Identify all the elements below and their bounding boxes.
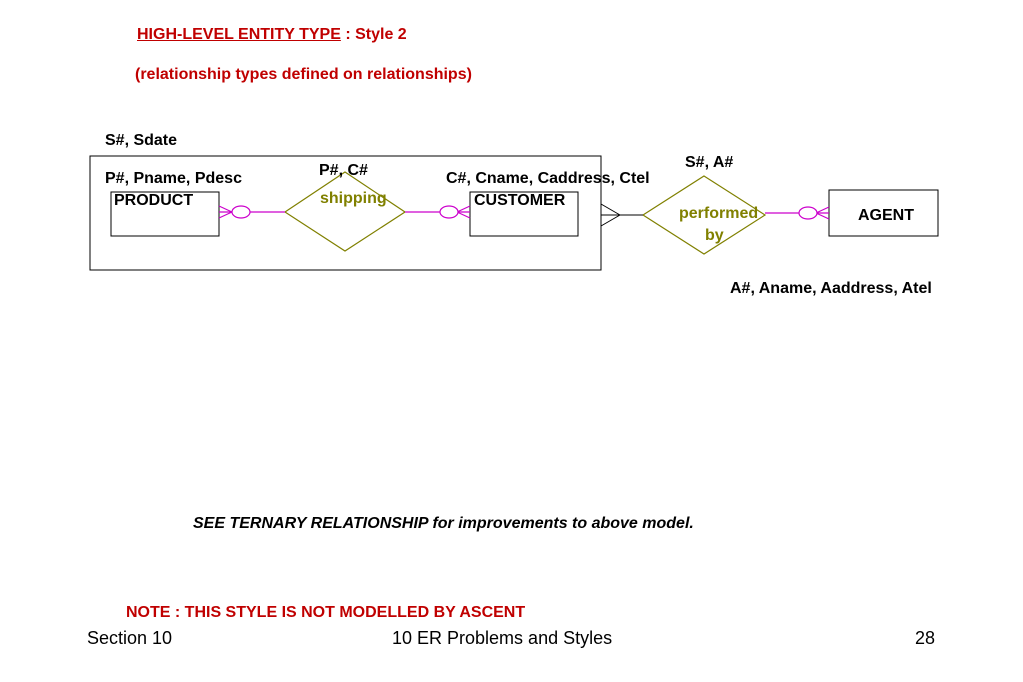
performed-by-label-line1: performed — [679, 205, 759, 222]
performed-by-key: S#, A# — [685, 154, 734, 171]
performed-by-label-line2: by — [705, 227, 724, 244]
high-level-entity-box — [89, 155, 602, 271]
product-label: PRODUCT — [114, 192, 194, 209]
title-main: HIGH-LEVEL ENTITY TYPE — [137, 26, 341, 43]
ternary-note: SEE TERNARY RELATIONSHIP for improvement… — [193, 515, 694, 532]
agent-label: AGENT — [858, 207, 914, 224]
product-shipping-connector — [218, 205, 285, 219]
customer-label: CUSTOMER — [474, 192, 566, 209]
footer-section: Section 10 — [87, 628, 173, 648]
shipping-customer-connector — [405, 205, 471, 219]
product-attributes: P#, Pname, Pdesc — [105, 170, 242, 187]
ascent-note: NOTE : THIS STYLE IS NOT MODELLED BY ASC… — [126, 604, 526, 621]
agent-attributes: A#, Aname, Aaddress, Atel — [730, 280, 932, 297]
product-entity-box — [110, 191, 220, 237]
footer-title: 10 ER Problems and Styles — [392, 628, 613, 648]
high-level-entity-key: S#, Sdate — [105, 132, 178, 149]
shipping-label: shipping — [320, 190, 387, 207]
customer-entity-box — [469, 191, 579, 237]
footer-page-number: 28 — [915, 628, 936, 648]
shipping-diamond — [283, 171, 407, 252]
slide-subtitle: (relationship types defined on relations… — [135, 66, 472, 83]
slide-title: HIGH-LEVEL ENTITY TYPE : Style 2 — [137, 26, 407, 44]
performed-by-diamond — [641, 175, 767, 255]
highlevel-performedby-connector — [600, 203, 643, 227]
title-suffix: : Style 2 — [340, 26, 407, 43]
performedby-agent-connector — [765, 206, 830, 220]
shipping-key: P#, C# — [319, 162, 368, 179]
customer-attributes: C#, Cname, Caddress, Ctel — [446, 170, 650, 187]
